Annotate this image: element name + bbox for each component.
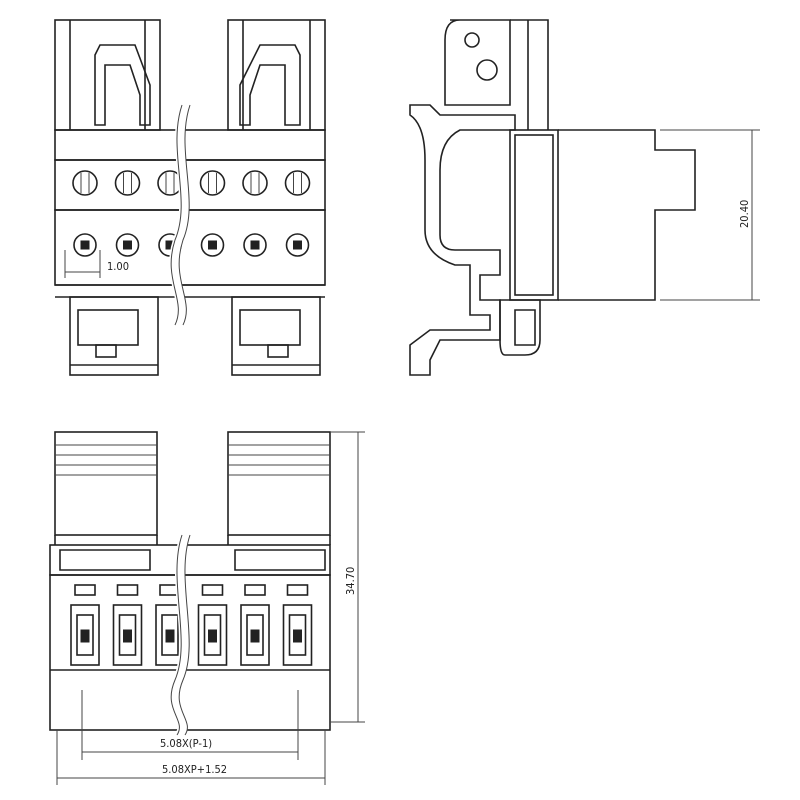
pin-slot [70, 584, 100, 666]
pin-slot [197, 584, 228, 666]
front-view: 1.00 [54, 19, 326, 376]
terminal-screw [199, 170, 226, 196]
bottom-height-dimension: 34.70 [344, 567, 357, 595]
side-view: 20.40 [409, 19, 760, 376]
wire-entry [73, 233, 97, 257]
pin-gap-dimension: 1.00 [107, 260, 129, 273]
pin-slot [240, 584, 270, 666]
pitch-span-dimension: 5.08X(P-1) [160, 737, 212, 750]
side-height-dimension: 20.40 [738, 200, 751, 228]
terminal-screw [72, 170, 98, 196]
wire-entry [285, 233, 310, 257]
terminal-screw [242, 170, 268, 196]
terminal-screw [114, 170, 141, 196]
wire-entry [200, 233, 225, 257]
pin-slot [112, 584, 143, 666]
terminal-screw [284, 170, 311, 196]
pin-slot [282, 584, 313, 666]
wire-entry [243, 233, 267, 257]
overall-width-dimension: 5.08XP+1.52 [162, 763, 227, 776]
bottom-view: 34.70 5.08X(P-1) 5.08XP+1.52 [49, 431, 365, 785]
wire-entry [115, 233, 140, 257]
